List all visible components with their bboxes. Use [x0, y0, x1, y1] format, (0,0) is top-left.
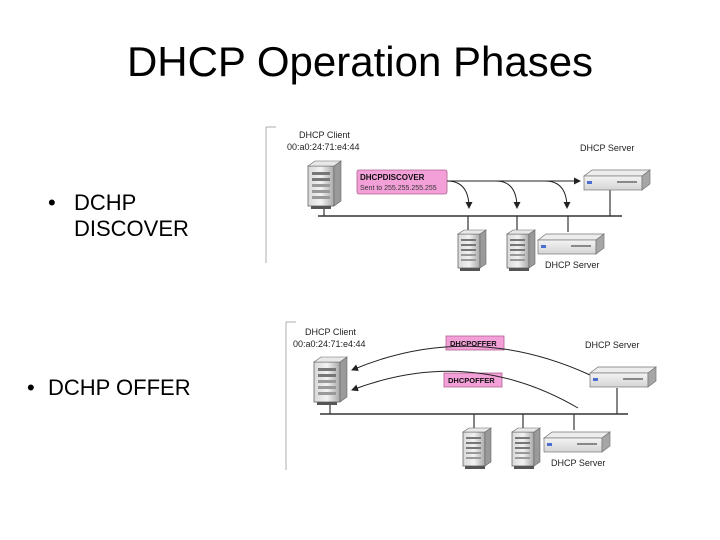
discover-host-2-icon: [506, 229, 536, 272]
discover-server-top-icon: [583, 169, 651, 191]
bullet-symbol: •: [48, 190, 56, 215]
bullet-discover: • DCHP DISCOVER: [48, 190, 228, 242]
offer-host-1-icon: [462, 427, 492, 470]
discover-host-1-icon: [457, 229, 487, 272]
discover-client-label: DHCP Client: [299, 130, 350, 140]
offer-client-computer-icon: [313, 356, 348, 406]
discover-diagram: DHCP Client 00:a0:24:71:e4:44 DHCP Serve…: [265, 126, 651, 272]
discover-client-mac: 00:a0:24:71:e4:44: [287, 142, 360, 152]
offer-client-label: DHCP Client: [305, 327, 356, 337]
offer-message-bottom: DHCPOFFER: [448, 376, 495, 385]
offer-client-mac: 00:a0:24:71:e4:44: [293, 339, 366, 349]
offer-server-label-bottom: DHCP Server: [551, 458, 605, 468]
discover-client-computer-icon: [307, 160, 342, 210]
slide-title: DHCP Operation Phases: [126, 38, 594, 85]
discover-message-title: DHCPDISCOVER: [360, 173, 425, 182]
discover-message-detail: Sent to 255.255.255.255: [360, 185, 437, 192]
discover-server-label-top: DHCP Server: [580, 143, 634, 153]
discover-message-box: [356, 169, 448, 195]
bullet-discover-text: DCHP DISCOVER: [74, 190, 189, 241]
bullet-offer-text: DCHP OFFER: [48, 375, 191, 400]
discover-server-bottom-icon: [537, 233, 605, 255]
discover-server-label-bottom: DHCP Server: [545, 260, 599, 270]
offer-host-2-icon: [511, 427, 541, 470]
bullet-symbol: •: [27, 375, 35, 400]
bullet-offer: • DCHP OFFER: [27, 375, 257, 401]
offer-server-top-icon: [589, 366, 657, 388]
offer-message-top: DHCPOFFER: [450, 339, 497, 348]
offer-server-bottom-icon: [543, 431, 611, 453]
offer-diagram: DHCP Client 00:a0:24:71:e4:44 DHCP Serve…: [285, 321, 657, 470]
offer-server-label-top: DHCP Server: [585, 340, 639, 350]
